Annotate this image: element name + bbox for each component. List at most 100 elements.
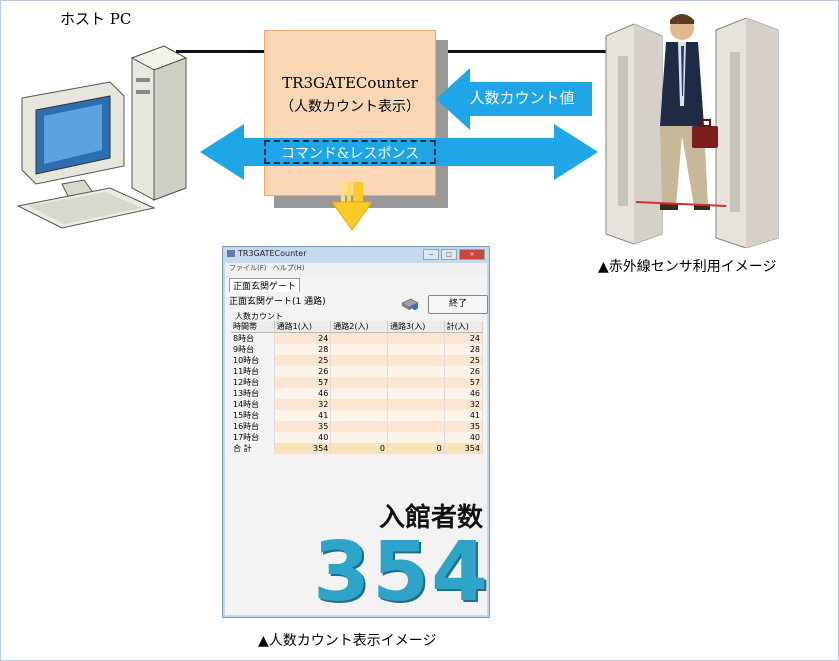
header-total: 計(入) — [444, 321, 482, 333]
table-cell — [387, 410, 444, 421]
gate-sensor-image — [596, 6, 786, 248]
down-arrow — [332, 182, 372, 232]
total-cell: 354 — [444, 443, 482, 454]
table-cell: 32 — [274, 399, 331, 410]
table-cell[interactable]: 8時台 — [231, 333, 274, 345]
table-cell[interactable]: 9時台 — [231, 344, 274, 355]
table-cell[interactable]: 16時台 — [231, 421, 274, 432]
table-cell — [331, 410, 388, 421]
maximize-button[interactable]: □ — [441, 249, 457, 260]
table-cell — [387, 366, 444, 377]
table-cell[interactable]: 15時台 — [231, 410, 274, 421]
app-window: TR3GATECounter − □ × ファイル(F) ヘルプ(H) 正面玄関… — [222, 246, 490, 618]
total-cell: 0 — [331, 443, 388, 454]
table-cell: 46 — [444, 388, 482, 399]
table-cell — [387, 333, 444, 345]
table-cell: 40 — [274, 432, 331, 443]
table-cell — [331, 388, 388, 399]
header-time: 時間帯 — [231, 321, 274, 333]
header-lane3: 通路3(入) — [387, 321, 444, 333]
table-cell[interactable]: 17時台 — [231, 432, 274, 443]
gate-caption: ▲赤外線センサ利用イメージ — [598, 256, 777, 276]
count-value-label: 人数カウント値 — [452, 87, 592, 108]
header-lane2: 通路2(入) — [331, 321, 388, 333]
table-cell[interactable]: 14時台 — [231, 399, 274, 410]
table-cell — [387, 421, 444, 432]
table-cell[interactable]: 10時台 — [231, 355, 274, 366]
close-button[interactable]: × — [459, 249, 485, 260]
table-total-row: 合 計35400354 — [231, 443, 483, 454]
table-cell[interactable]: 12時台 — [231, 377, 274, 388]
window-client: 正面玄関ゲート 正面玄関ゲート(1 通路) 終了 人数カウント 時間帯 通路1(… — [225, 275, 487, 615]
window-controls: − □ × — [423, 249, 485, 260]
command-response-label: コマンド&レスポンス — [264, 143, 436, 163]
host-pc-label: ホスト PC — [60, 8, 131, 29]
connection-line-gate — [436, 50, 610, 53]
table-cell — [331, 377, 388, 388]
table-cell: 26 — [444, 366, 482, 377]
total-cell: 354 — [274, 443, 331, 454]
screen-caption: ▲人数カウント表示イメージ — [258, 630, 437, 650]
table-cell: 41 — [444, 410, 482, 421]
table-cell: 26 — [274, 366, 331, 377]
tab-front-gate[interactable]: 正面玄関ゲート — [229, 278, 300, 292]
table-cell: 28 — [444, 344, 482, 355]
table-cell: 25 — [444, 355, 482, 366]
end-button[interactable]: 終了 — [428, 295, 488, 314]
menu-help[interactable]: ヘルプ(H) — [273, 264, 305, 272]
table-cell: 35 — [444, 421, 482, 432]
table-cell[interactable]: 11時台 — [231, 366, 274, 377]
table-cell — [331, 355, 388, 366]
table-cell — [331, 344, 388, 355]
table-cell — [387, 399, 444, 410]
table-cell: 24 — [444, 333, 482, 345]
table-cell: 57 — [444, 377, 482, 388]
table-cell — [387, 432, 444, 443]
table-cell: 41 — [274, 410, 331, 421]
counter-subtitle: （人数カウント表示） — [264, 96, 436, 116]
table-header-row: 時間帯 通路1(入) 通路2(入) 通路3(入) 計(入) — [231, 321, 483, 333]
host-pc-icon — [14, 38, 192, 230]
counter-title: TR3GATECounter — [264, 74, 436, 92]
table-cell: 35 — [274, 421, 331, 432]
table-cell: 57 — [274, 377, 331, 388]
table-cell — [387, 388, 444, 399]
app-icon — [227, 250, 235, 257]
menu-file[interactable]: ファイル(F) — [229, 264, 267, 272]
save-icon[interactable] — [401, 297, 419, 311]
table-cell — [331, 333, 388, 345]
table-cell: 24 — [274, 333, 331, 345]
table-cell[interactable]: 13時台 — [231, 388, 274, 399]
window-title: TR3GATECounter — [227, 249, 307, 258]
table-cell — [387, 344, 444, 355]
total-cell: 0 — [387, 443, 444, 454]
table-cell: 40 — [444, 432, 482, 443]
gate-name-label: 正面玄関ゲート(1 通路) — [229, 294, 326, 307]
table-cell: 28 — [274, 344, 331, 355]
table-cell — [331, 366, 388, 377]
table-cell — [387, 355, 444, 366]
minimize-button[interactable]: − — [423, 249, 439, 260]
table-cell — [331, 432, 388, 443]
table-cell — [331, 399, 388, 410]
menu-bar: ファイル(F) ヘルプ(H) — [225, 263, 487, 275]
total-cell: 合 計 — [231, 443, 274, 454]
table-cell: 32 — [444, 399, 482, 410]
table-cell: 46 — [274, 388, 331, 399]
connection-line-pc — [176, 50, 268, 53]
table-cell — [387, 377, 444, 388]
header-lane1: 通路1(入) — [274, 321, 331, 333]
visitor-count-number: 354 — [313, 525, 490, 620]
table-cell — [331, 421, 388, 432]
table-row: 16時台3535 — [231, 421, 483, 432]
